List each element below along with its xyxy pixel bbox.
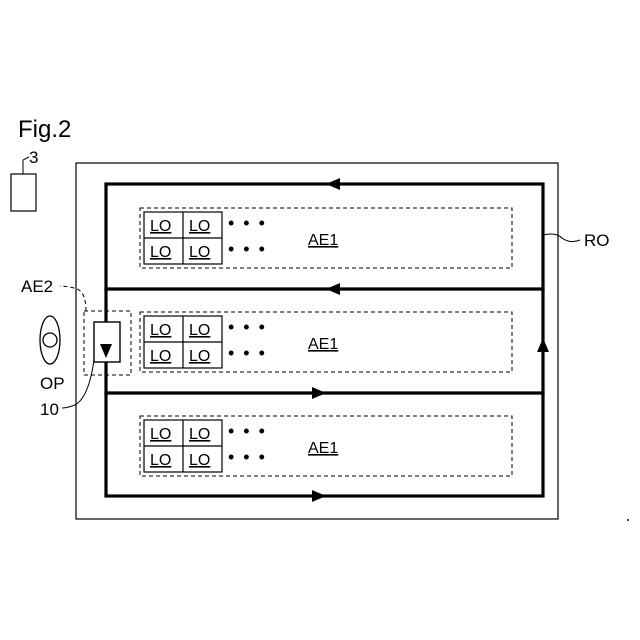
route-arrow-right-bottom bbox=[312, 490, 326, 502]
route-leader bbox=[543, 234, 580, 242]
load-cell: LO bbox=[189, 348, 210, 365]
load-cell: LO bbox=[150, 218, 171, 235]
ellipsis: • • • bbox=[228, 239, 267, 259]
ellipsis: • • • bbox=[228, 343, 267, 363]
route-arrow-left-upper bbox=[326, 283, 340, 295]
operator-head bbox=[43, 333, 57, 347]
operator-area-label: AE2 bbox=[21, 277, 53, 296]
operator-label: OP bbox=[40, 374, 65, 393]
load-cell: LO bbox=[150, 244, 171, 261]
route-arrow-left-top bbox=[326, 178, 340, 190]
load-cell: LO bbox=[189, 426, 210, 443]
route-arrow-right-lower bbox=[312, 387, 326, 399]
vehicle-body bbox=[94, 322, 120, 362]
vehicle-leader bbox=[62, 360, 94, 408]
stray-dot bbox=[627, 519, 629, 521]
operator-area-leader bbox=[60, 286, 86, 311]
storage-area-label: AE1 bbox=[308, 336, 338, 353]
ellipsis: • • • bbox=[228, 317, 267, 337]
load-cell: LO bbox=[150, 322, 171, 339]
load-cell: LO bbox=[150, 348, 171, 365]
load-cell: LO bbox=[150, 452, 171, 469]
terminal-label: 3 bbox=[29, 148, 38, 167]
storage-area-label: AE1 bbox=[308, 232, 338, 249]
storage-area-3: LO LO LO LO • • • • • • AE1 bbox=[140, 416, 512, 476]
route-label: RO bbox=[584, 231, 610, 250]
ellipsis: • • • bbox=[228, 421, 267, 441]
operator-figure: OP bbox=[40, 316, 65, 393]
load-cell: LO bbox=[189, 218, 210, 235]
load-cell: LO bbox=[189, 452, 210, 469]
load-cell: LO bbox=[189, 322, 210, 339]
vehicle-label: 10 bbox=[40, 400, 59, 419]
storage-area-1: LO LO LO LO • • • • • • AE1 bbox=[140, 208, 512, 268]
figure-title: Fig.2 bbox=[18, 116, 71, 143]
ellipsis: • • • bbox=[228, 447, 267, 467]
route-ro: RO bbox=[106, 178, 610, 502]
terminal-device: 3 bbox=[11, 148, 38, 211]
route-arrow-up-right bbox=[537, 338, 549, 352]
storage-area-2: LO LO LO LO • • • • • • AE1 bbox=[140, 312, 512, 372]
load-cell: LO bbox=[150, 426, 171, 443]
storage-area-label: AE1 bbox=[308, 440, 338, 457]
load-cell: LO bbox=[189, 244, 210, 261]
terminal-device-box bbox=[11, 174, 36, 211]
ellipsis: • • • bbox=[228, 213, 267, 233]
